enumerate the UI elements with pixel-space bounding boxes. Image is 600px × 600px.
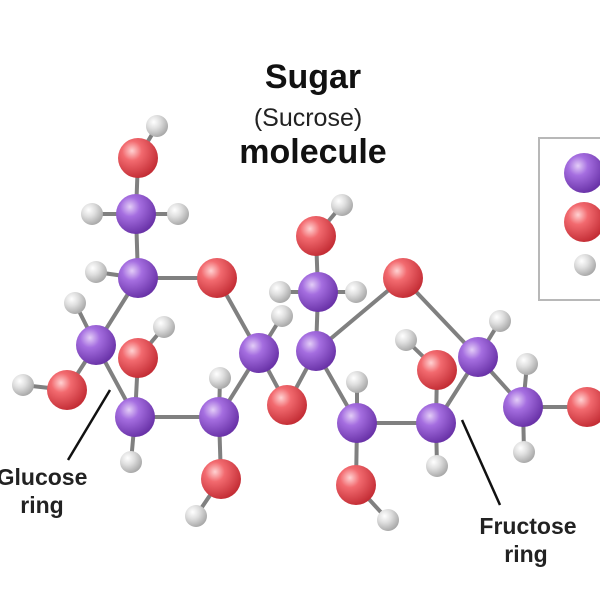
hydrogen-atom [513,441,535,463]
carbon-atom [239,333,279,373]
hydrogen-atom [331,194,353,216]
carbon-atom [76,325,116,365]
carbon-atom [503,387,543,427]
oxygen-atom [383,258,423,298]
legend-carbon-swatch [564,153,600,193]
glucose-pointer-line [66,389,112,461]
hydrogen-atom [271,305,293,327]
oxygen-atom [296,216,336,256]
hydrogen-atom [64,292,86,314]
fructose-pointer-line [460,419,502,506]
carbon-atom [416,403,456,443]
carbon-atom [115,397,155,437]
legend-oxygen-swatch [564,202,600,242]
carbon-atom [337,403,377,443]
hydrogen-atom [120,451,142,473]
hydrogen-atom [426,455,448,477]
glucose-label-line1: Glucose [0,464,87,490]
oxygen-atom [197,258,237,298]
hydrogen-atom [185,505,207,527]
oxygen-atom [118,338,158,378]
oxygen-atom [201,459,241,499]
glucose-ring-label: Glucose ring [0,389,112,518]
atoms-layer [12,115,600,531]
hydrogen-atom [146,115,168,137]
hydrogen-atom [516,353,538,375]
diagram-title-line2: molecule [239,133,386,171]
hydrogen-atom [153,316,175,338]
oxygen-atom [267,385,307,425]
diagram-title: Sugar [265,58,361,96]
oxygen-atom [118,138,158,178]
hydrogen-atom [489,310,511,332]
hydrogen-atom [85,261,107,283]
hydrogen-atom [346,371,368,393]
legend [538,137,600,301]
carbon-atom [118,258,158,298]
hydrogen-atom [269,281,291,303]
carbon-atom [116,194,156,234]
glucose-label-line2: ring [20,492,63,518]
diagram-subtitle: (Sucrose) [254,104,362,132]
oxygen-atom [417,350,457,390]
carbon-atom [298,272,338,312]
hydrogen-atom [345,281,367,303]
hydrogen-atom [395,329,417,351]
fructose-label-line1: Fructose [479,513,576,539]
fructose-label-line2: ring [504,541,547,567]
carbon-atom [199,397,239,437]
oxygen-atom [336,465,376,505]
oxygen-atom [567,387,600,427]
carbon-atom [296,331,336,371]
carbon-atom [458,337,498,377]
legend-hydrogen-swatch [574,254,596,276]
fructose-ring-label: Fructose ring [460,419,577,567]
hydrogen-atom [12,374,34,396]
hydrogen-atom [167,203,189,225]
hydrogen-atom [209,367,231,389]
hydrogen-atom [377,509,399,531]
oxygen-atom [47,370,87,410]
hydrogen-atom [81,203,103,225]
